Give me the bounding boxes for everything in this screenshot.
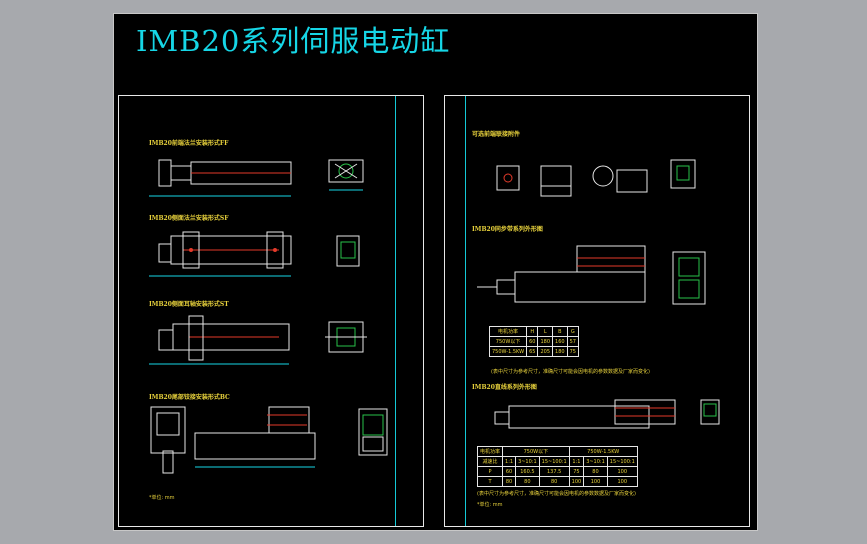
fig-st-title: IMB20侧面耳轴安装形式ST: [149, 301, 229, 308]
table-cell: 减速比: [476, 456, 504, 467]
inline-series-title: IMB20直线系列外形图: [472, 384, 537, 391]
table-cell: 75: [568, 466, 585, 477]
table-cell: 750W-1.5KW: [488, 346, 528, 357]
table-cell: P: [476, 466, 504, 477]
table-header-row: 电机功率 H L B G: [488, 326, 579, 337]
bc-drawing: [150, 406, 388, 474]
table-row: 750W以下 60 180 160 57: [488, 336, 579, 347]
table-cell: 65: [526, 346, 539, 357]
left-unit-note: *单位: mm: [149, 495, 175, 501]
table-row: 750W-1.5KW 65 205 180 75: [488, 346, 579, 357]
attachment-drawings: [496, 159, 696, 197]
fig-bc-title: IMB20尾部铰接安装形式BC: [149, 394, 230, 401]
parallel-series-title: IMB20同步带系列外形图: [472, 226, 543, 233]
right-unit-note: *单位: mm: [477, 502, 503, 508]
drawing-sheet: IMB20系列伺服电动缸 IMB20前端法兰安装形式FF IMB20侧面法兰安装…: [113, 13, 758, 531]
table-cell: 100: [606, 476, 638, 487]
inline-note: (表中尺寸为参考尺寸，准确尺寸可能会因电机的参数数据及厂家而变化): [477, 491, 636, 497]
table-cell: 3~10:1: [583, 456, 608, 467]
table-cell: H: [526, 326, 539, 337]
table-cell: 100: [568, 476, 585, 487]
table-row: P 60 160.5 137.5 75 80 100: [476, 466, 638, 477]
table-cell: 160.5: [515, 466, 540, 477]
table-cell: 180: [552, 346, 568, 357]
table-cell: 电机功率: [488, 326, 528, 337]
table-cell: 100: [606, 466, 638, 477]
fig-ff-title: IMB20前端法兰安装形式FF: [149, 140, 229, 147]
attachment-title: 可选前端联接附件: [472, 131, 521, 138]
table-cell: 1:1: [568, 456, 585, 467]
table-header-row: 减速比 1:1 3~10:1 15~100:1 1:1 3~10:1 15~10…: [476, 456, 638, 467]
left-margin-line: [395, 96, 396, 526]
left-panel: IMB20前端法兰安装形式FF IMB20侧面法兰安装形式SF IMB20: [118, 95, 424, 527]
table-cell: 75: [566, 346, 579, 357]
inline-drawing: [494, 399, 720, 429]
table-header-row: 电机功率 750W以下 750W-1.5KW: [476, 446, 638, 457]
table-cell: 57: [566, 336, 579, 347]
table-cell: 160: [552, 336, 568, 347]
table-cell: 60: [502, 466, 517, 477]
table-cell: 180: [537, 336, 554, 347]
table-cell: G: [566, 326, 579, 337]
table-cell: 80: [502, 476, 517, 487]
table-cell: B: [552, 326, 568, 337]
table-cell: 3~10:1: [515, 456, 540, 467]
table-cell: 80: [538, 476, 570, 487]
parallel-drawing: [477, 245, 706, 305]
right-margin-line: [465, 96, 466, 526]
table-cell: T: [476, 476, 504, 487]
st-drawing: [149, 315, 367, 365]
table-cell: 60: [526, 336, 539, 347]
inline-spec-table: 电机功率 750W以下 750W-1.5KW 减速比 1:1 3~10:1 15…: [476, 446, 638, 487]
table-cell: 137.5: [538, 466, 570, 477]
table-cell: 750W以下: [488, 336, 528, 347]
table-row: T 80 80 80 100 100 100: [476, 476, 638, 487]
table-cell: L: [537, 326, 554, 337]
table-cell: 750W-1.5KW: [568, 446, 638, 457]
ff-drawing: [149, 159, 364, 197]
table-cell: 15~100:1: [538, 456, 570, 467]
table-cell: 100: [583, 476, 608, 487]
table-cell: 1:1: [502, 456, 517, 467]
table-cell: 15~100:1: [606, 456, 638, 467]
table-cell: 750W以下: [502, 446, 570, 457]
fig-sf-title: IMB20侧面法兰安装形式SF: [149, 215, 229, 222]
parallel-note: (表中尺寸为参考尺寸，准确尺寸可能会因电机的参数数据及厂家而变化): [491, 369, 650, 375]
sf-drawing: [149, 231, 360, 277]
table-cell: 205: [537, 346, 554, 357]
drawing-title: IMB20系列伺服电动缸: [136, 24, 451, 58]
table-cell: 80: [583, 466, 608, 477]
right-panel: 可选前端联接附件 IMB20同步带系列外形图 电机功率: [444, 95, 750, 527]
parallel-spec-table: 电机功率 H L B G 750W以下 60 180 160 57 750W-1…: [488, 326, 579, 357]
table-cell: 电机功率: [476, 446, 504, 457]
table-cell: 80: [515, 476, 540, 487]
